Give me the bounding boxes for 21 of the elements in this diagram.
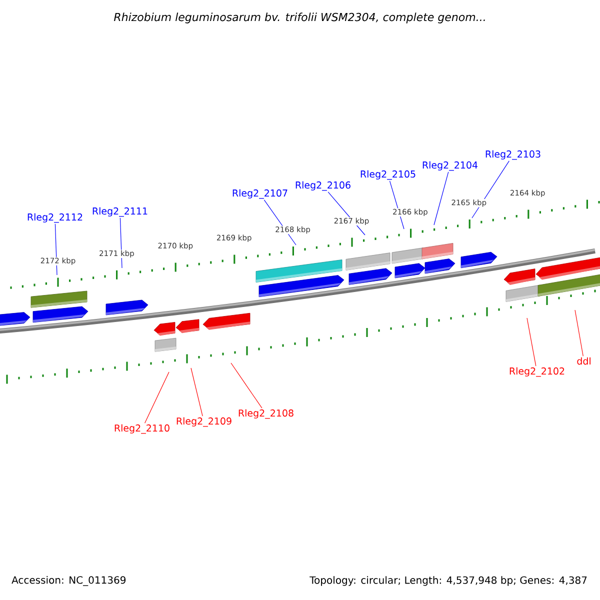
leader-line bbox=[574, 310, 584, 356]
gene-label: Rleg2_2111 bbox=[92, 207, 148, 217]
leader-line bbox=[230, 362, 262, 408]
gene-label: Rleg2_2110 bbox=[114, 424, 170, 434]
gene-label: Rleg2_2107 bbox=[232, 189, 288, 199]
leader-line bbox=[434, 172, 449, 226]
leader-line bbox=[144, 372, 170, 424]
gene-label: Rleg2_2103 bbox=[486, 150, 540, 160]
accession-text: Accession: NC_011369 bbox=[12, 576, 126, 586]
gene-label: Rleg2_2109 bbox=[176, 417, 232, 427]
gene-label: Rleg2_2108 bbox=[238, 409, 294, 419]
gene-label: ddl bbox=[577, 357, 590, 365]
gene-label: Rleg2_2105 bbox=[360, 170, 416, 180]
leader-line bbox=[190, 368, 203, 416]
genome-info-text: Topology: circular; Length: 4,537,948 bp; Genes: 4,387 bbox=[310, 576, 587, 586]
gene-label: Rleg2_2102 bbox=[510, 367, 564, 377]
leader-line bbox=[526, 318, 536, 366]
gene-label: Rleg2_2106 bbox=[296, 181, 350, 191]
title: Rhizobium leguminosarum bv. trifolii WSM2304, complete genom... bbox=[114, 12, 485, 24]
gene-label: Rleg2_2112 bbox=[28, 213, 82, 223]
gene-label: Rleg2_2104 bbox=[422, 161, 478, 171]
